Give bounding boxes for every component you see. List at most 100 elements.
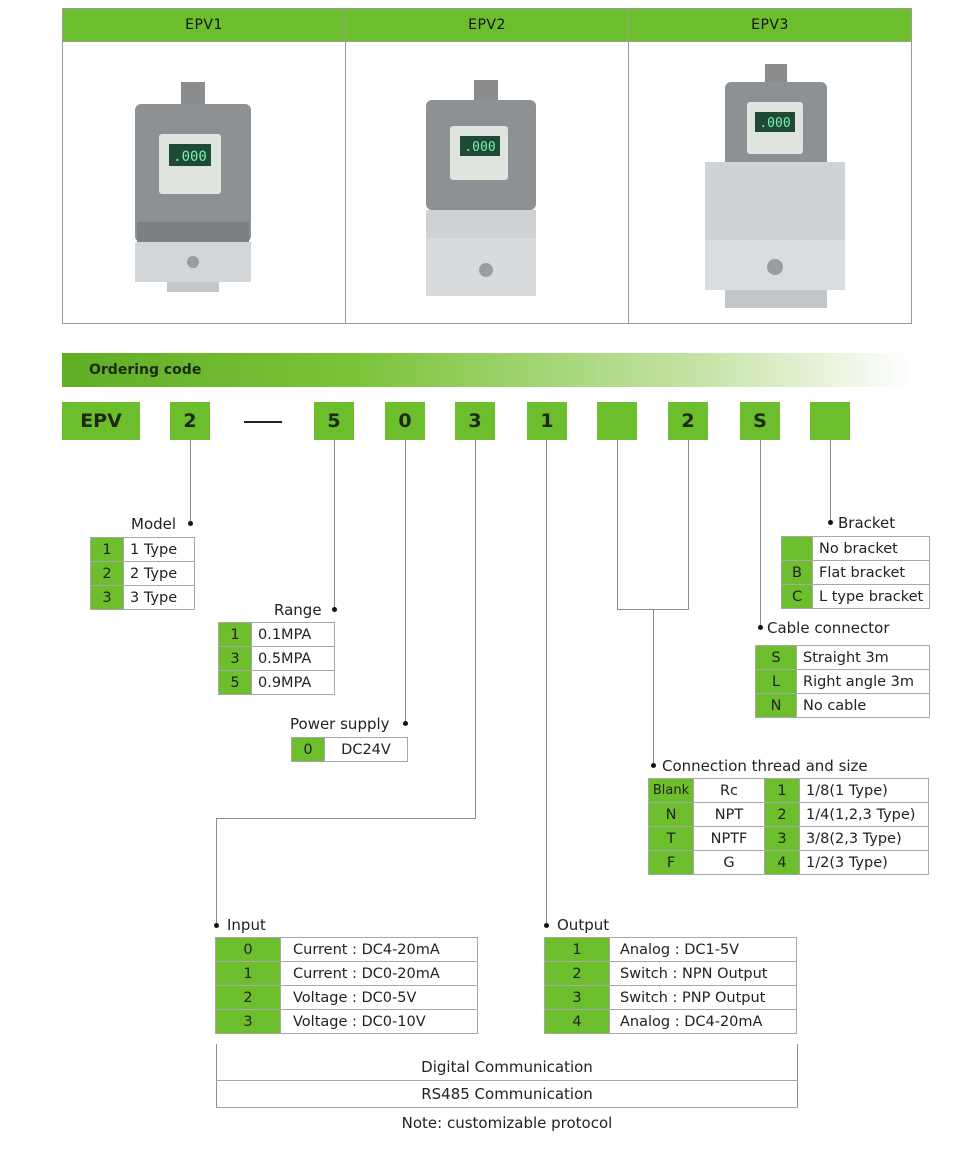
- option-desc: No bracket: [811, 536, 931, 561]
- option-code: 3: [218, 646, 252, 671]
- size-code: 2: [764, 802, 800, 827]
- option-code: 1: [215, 961, 281, 986]
- bullet-dot: [651, 763, 656, 768]
- bullet-dot: [214, 923, 219, 928]
- table-row: No bracket: [781, 536, 931, 561]
- option-code: 4: [544, 1009, 610, 1034]
- thread-type: NPTF: [693, 826, 765, 851]
- option-code: 5: [218, 670, 252, 695]
- option-desc: DC24V: [324, 737, 408, 762]
- rs485-communication-row: RS485 Communication: [216, 1081, 798, 1108]
- size-desc: 1/4(1,2,3 Type): [799, 802, 929, 827]
- option-code: C: [781, 584, 813, 609]
- table-row: F G 4 1/2(3 Type): [648, 850, 929, 875]
- thread-type: G: [693, 850, 765, 875]
- option-code: 0: [215, 937, 281, 962]
- thread-type: Rc: [693, 778, 765, 803]
- option-desc: 0.1MPA: [251, 622, 335, 647]
- option-desc: Current : DC4-20mA: [280, 937, 478, 962]
- option-code: 3: [544, 985, 610, 1010]
- option-desc: Switch : PNP Output: [609, 985, 797, 1010]
- option-code: 2: [544, 961, 610, 986]
- svg-text:.000: .000: [759, 116, 790, 131]
- range-label: Range: [274, 601, 322, 619]
- bullet-dot: [758, 625, 763, 630]
- size-code: 4: [764, 850, 800, 875]
- table-row: T NPTF 3 3/8(2,3 Type): [648, 826, 929, 851]
- connector-line: [216, 1044, 217, 1108]
- note-text: Note: customizable protocol: [401, 1114, 613, 1132]
- output-label: Output: [557, 916, 610, 934]
- option-code: L: [755, 669, 797, 694]
- code-box-thread-size: 2: [668, 402, 708, 440]
- option-desc: Voltage : DC0-5V: [280, 985, 478, 1010]
- option-desc: Voltage : DC0-10V: [280, 1009, 478, 1034]
- bullet-dot: [188, 521, 193, 526]
- connector-line: [830, 440, 831, 522]
- option-code: T: [648, 826, 694, 851]
- connector-line: [797, 1044, 798, 1108]
- option-desc: Switch : NPN Output: [609, 961, 797, 986]
- bracket-label: Bracket: [838, 514, 896, 532]
- model-label: Model: [131, 515, 177, 533]
- power-supply-label: Power supply: [290, 715, 390, 733]
- input-label: Input: [227, 916, 266, 934]
- svg-text:.000: .000: [173, 149, 207, 165]
- code-box-thread-type: [597, 402, 637, 440]
- epv1-image: .000: [135, 82, 251, 292]
- product-epv2: EPV2 .000: [346, 9, 629, 323]
- connector-line: [216, 818, 217, 925]
- svg-text:.000: .000: [464, 140, 495, 155]
- code-box-bracket: [810, 402, 850, 440]
- option-desc: 0.5MPA: [251, 646, 335, 671]
- connector-line: [546, 440, 547, 925]
- digital-communication-row: Digital Communication: [216, 1055, 798, 1081]
- ordering-code-title: Ordering code: [89, 362, 202, 378]
- ordering-code-bar: Ordering code: [62, 353, 912, 387]
- connector-line: [475, 440, 476, 818]
- option-desc: Flat bracket: [811, 560, 931, 585]
- code-box-series: EPV: [62, 402, 140, 440]
- code-box-power: 0: [385, 402, 425, 440]
- option-code: [781, 536, 813, 561]
- option-desc: Current : DC0-20mA: [280, 961, 478, 986]
- product-epv3: EPV3 .000: [629, 9, 911, 323]
- cable-connector-label: Cable connector: [767, 619, 890, 637]
- option-desc: 1 Type: [123, 537, 195, 562]
- option-desc: Analog : DC4-20mA: [609, 1009, 797, 1034]
- connector-line: [617, 440, 618, 609]
- table-row: Blank Rc 1 1/8(1 Type): [648, 778, 929, 803]
- option-code: 1: [90, 537, 124, 562]
- option-code: 1: [544, 937, 610, 962]
- code-box-cable: S: [740, 402, 780, 440]
- option-desc: Right angle 3m: [796, 669, 930, 694]
- connector-line: [405, 440, 406, 723]
- option-code: 0: [291, 737, 325, 762]
- option-desc: Analog : DC1-5V: [609, 937, 797, 962]
- product-header: EPV2: [346, 9, 628, 42]
- option-code: 3: [215, 1009, 281, 1034]
- product-table: EPV1 .000 EPV2 .000 EPV3: [62, 8, 912, 324]
- option-code: Blank: [648, 778, 694, 803]
- bullet-dot: [544, 923, 549, 928]
- option-desc: L type bracket: [811, 584, 931, 609]
- option-desc: No cable: [796, 693, 930, 718]
